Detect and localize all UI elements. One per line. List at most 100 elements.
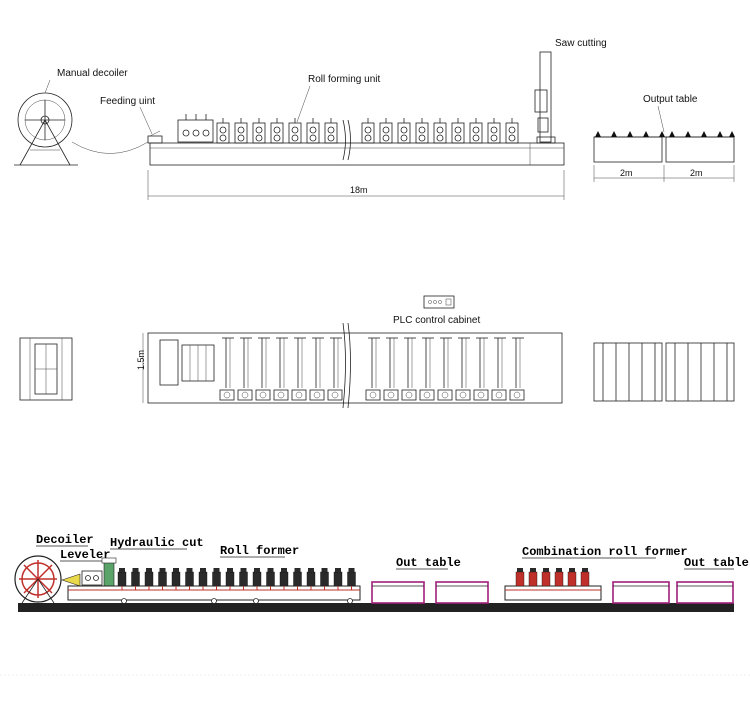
- roll-former-station: [347, 568, 356, 590]
- table-roller: [611, 131, 617, 137]
- table-roller: [729, 131, 735, 137]
- roll-former-station: [144, 568, 154, 590]
- roll-former-feet: [121, 598, 353, 604]
- roll-former-station: [225, 568, 235, 590]
- roll-former-station: [279, 568, 289, 590]
- roll-station-top: [219, 337, 235, 401]
- roll-station: [415, 118, 429, 144]
- roll-former-station: [158, 568, 167, 590]
- roll-former-station: [320, 568, 329, 590]
- roll-station: [324, 118, 338, 144]
- roll-station: [288, 118, 302, 144]
- roll-station: [451, 118, 465, 144]
- roll-former-station: [252, 568, 262, 590]
- roll-station-top: [255, 337, 271, 401]
- combination-roll-former-base: [504, 585, 602, 601]
- top-view: PLC control cabinet 1.5m: [19, 295, 735, 409]
- output-tables-top: [593, 342, 735, 402]
- combination-station: [541, 568, 551, 587]
- roll-former-station: [117, 568, 127, 590]
- roll-former-station: [266, 568, 275, 590]
- plc-cabinet-label: PLC control cabinet: [393, 315, 480, 326]
- table-roller: [669, 131, 675, 137]
- table-roller: [627, 131, 633, 137]
- table-1-dimension: 2m: [620, 168, 633, 178]
- foot: [211, 598, 217, 604]
- decoiler-top-view: [19, 337, 73, 401]
- plc-cabinet-icon: [423, 295, 455, 309]
- side-view: Manual decoiler Feeding uint: [14, 38, 735, 200]
- roll-former-label: Roll former: [220, 544, 299, 558]
- roll-station-top: [383, 337, 399, 401]
- roll-station-top: [237, 337, 253, 401]
- roll-station-top: [273, 337, 289, 401]
- decoiler-label: Decoiler: [36, 533, 94, 547]
- roll-station: [433, 118, 447, 144]
- roll-station-top: [291, 337, 307, 401]
- feeding-unit-leader: [139, 106, 153, 135]
- manual-decoiler-label: Manual decoiler: [57, 68, 128, 79]
- leveler: [61, 570, 103, 587]
- roll-stations-top: [219, 337, 525, 401]
- roll-station: [361, 118, 375, 144]
- roll-station-top: [419, 337, 435, 401]
- roll-station: [379, 118, 393, 144]
- roll-station-top: [437, 337, 453, 401]
- combination-station: [580, 568, 590, 587]
- roll-station: [252, 118, 266, 144]
- roll-station-top: [309, 337, 325, 401]
- machine-top-view: [147, 332, 563, 404]
- straightener: [177, 114, 214, 143]
- roll-former-station: [212, 568, 221, 590]
- roll-station: [397, 118, 411, 144]
- roll-former-station: [131, 568, 140, 590]
- out-table-2: [612, 581, 734, 604]
- manual-decoiler: [14, 79, 78, 166]
- combination-station: [515, 568, 525, 587]
- roll-former-station: [333, 568, 343, 590]
- feeding-unit-label: Feeding uint: [100, 96, 155, 107]
- combination-station: [567, 568, 577, 587]
- roll-former-station: [239, 568, 248, 590]
- roll-stations: [216, 118, 519, 144]
- foot: [253, 598, 259, 604]
- roll-former-stations: [117, 568, 356, 590]
- roll-station-top: [365, 337, 381, 401]
- combination-roll-former-label: Combination roll former: [522, 545, 688, 559]
- out-table-1-label: Out table: [396, 556, 461, 570]
- foot: [121, 598, 127, 604]
- feeding-unit: [147, 130, 163, 144]
- leveler-label: Leveler: [60, 548, 110, 562]
- out-table-2-label: Out table: [684, 556, 749, 570]
- strip-curve: [71, 141, 149, 154]
- width-dimension: 1.5m: [136, 350, 146, 370]
- roll-former-station: [198, 568, 208, 590]
- roll-former-station: [171, 568, 181, 590]
- table-2-dimension: 2m: [690, 168, 703, 178]
- output-table-label: Output table: [643, 94, 698, 105]
- roll-former-station: [306, 568, 316, 590]
- roll-former-station: [185, 568, 194, 590]
- total-length-dimension: 18m: [350, 185, 368, 195]
- combination-station: [554, 568, 564, 587]
- saw-cutting-unit: [534, 51, 556, 144]
- roll-station-top: [473, 337, 489, 401]
- saw-cutting-label: Saw cutting: [555, 38, 607, 49]
- output-tables-side: [593, 131, 735, 163]
- roll-former-base: [67, 585, 361, 601]
- roll-station-top: [491, 337, 507, 401]
- table-roller: [685, 131, 691, 137]
- hydraulic-cut-label: Hydraulic cut: [110, 536, 204, 550]
- table-roller: [717, 131, 723, 137]
- roll-station: [505, 118, 519, 144]
- line-view: Decoiler Leveler Hydraulic cut Roll form…: [14, 533, 749, 612]
- combination-station: [528, 568, 538, 587]
- dimension-lines: [147, 165, 735, 200]
- straightener-top: [159, 339, 215, 386]
- combination-roll-former-stations: [515, 568, 590, 587]
- hydraulic-cut: [101, 557, 117, 587]
- machine-bed: [149, 142, 565, 166]
- roll-station-top: [509, 337, 525, 401]
- table-roller: [643, 131, 649, 137]
